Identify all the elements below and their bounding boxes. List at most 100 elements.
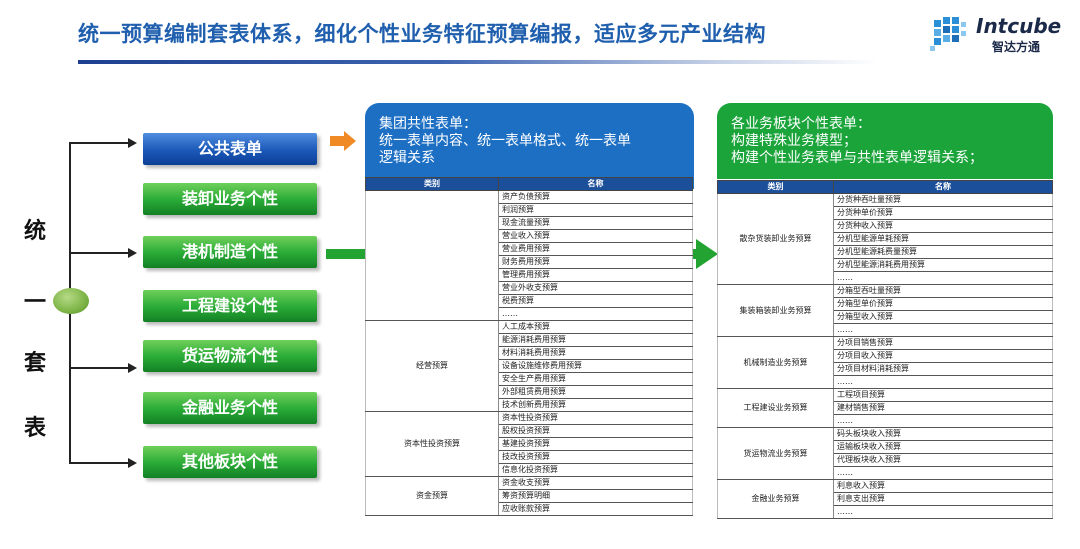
item-cell: ……: [833, 375, 1053, 389]
item-cell: 筹资预算明细: [498, 489, 693, 503]
table-row: ……: [718, 414, 1053, 428]
item-cell: ……: [498, 307, 693, 321]
table-row: 代理板块收入预算: [718, 453, 1053, 467]
category-cell: 散杂货装卸业务预算: [717, 193, 834, 285]
item-cell: 分机型能源耗费量预算: [833, 245, 1053, 259]
item-cell: ……: [833, 323, 1053, 337]
category-cell: 机械制造业务预算: [717, 336, 834, 389]
column-header: 名称: [833, 180, 1053, 194]
table-row: 信息化投资预算: [366, 463, 693, 477]
item-cell: 分项目销售预算: [833, 336, 1053, 350]
item-cell: ……: [833, 271, 1053, 285]
panel-line: 统一表单内容、统一表单格式、统一表单: [379, 133, 631, 149]
orange-arrow-icon: [330, 131, 356, 151]
table-row: 分项目材料消耗预算: [718, 362, 1053, 376]
item-cell: 外部租赁费用预算: [498, 385, 693, 399]
item-cell: 分货种收入预算: [833, 219, 1053, 233]
item-cell: 信息化投资预算: [498, 463, 693, 477]
pill-finance[interactable]: 金融业务个性: [143, 392, 317, 424]
table-row: 营业费用预算: [366, 242, 693, 256]
connector-arrow: [69, 138, 137, 148]
vertical-char: 一: [24, 290, 47, 315]
column-header: 类别: [365, 177, 499, 191]
table-row: 设备设施维修费用预算: [366, 359, 693, 373]
table-row: 安全生产费用预算: [366, 372, 693, 386]
table-row: 分机型能源耗费量预算: [718, 245, 1053, 259]
pill-freight-logistics[interactable]: 货运物流个性: [143, 340, 317, 372]
item-cell: 现金流量预算: [498, 216, 693, 230]
pill-port-machinery[interactable]: 港机制造个性: [143, 236, 317, 268]
table-row: 资金预算资金收支预算: [365, 476, 693, 516]
table-row: 现金流量预算: [366, 216, 693, 230]
table-row: 建材销售预算: [718, 401, 1053, 415]
category-cell: 经营预算: [365, 320, 499, 412]
category-cell: 集装箱装卸业务预算: [717, 284, 834, 337]
item-cell: 码头板块收入预算: [833, 427, 1053, 441]
item-cell: 分箱型吞吐量预算: [833, 284, 1053, 298]
cube-logo-icon: [930, 17, 966, 51]
table-row: 金融业务预算利息收入预算: [717, 479, 1053, 519]
table-row: 分机型能源消耗费用预算: [718, 258, 1053, 272]
table-row: ……: [718, 505, 1053, 519]
pill-loading-business[interactable]: 装卸业务个性: [143, 183, 317, 215]
item-cell: 材料消耗费用预算: [498, 346, 693, 360]
pill-public-form[interactable]: 公共表单: [143, 133, 317, 165]
item-cell: 设备设施维修费用预算: [498, 359, 693, 373]
item-cell: 资本性投资预算: [498, 411, 693, 425]
vertical-char: 统: [24, 219, 47, 244]
table-row: 集装箱装卸业务预算分箱型吞吐量预算: [717, 284, 1053, 337]
item-cell: 工程项目预算: [833, 388, 1053, 402]
table-row: 工程建设业务预算工程项目预算: [717, 388, 1053, 428]
table-row: 资本性投资预算资本性投资预算: [365, 411, 693, 477]
item-cell: 分机型能源单耗预算: [833, 232, 1053, 246]
page-title: 统一预算编制套表体系，细化个性业务特征预算编报，适应多元产业结构: [78, 22, 766, 46]
column-header: 类别: [717, 180, 834, 194]
item-cell: 营业费用预算: [498, 242, 693, 256]
table-row: 股权投资预算: [366, 424, 693, 438]
item-cell: 技改投资预算: [498, 450, 693, 464]
table-row: 分机型能源单耗预算: [718, 232, 1053, 246]
table-row: 散杂货装卸业务预算分货种吞吐量预算: [717, 193, 1053, 285]
table-row: 应收账款预算: [366, 502, 693, 516]
table-row: 分箱型收入预算: [718, 310, 1053, 324]
company-logo: Intcube 智达方通: [928, 12, 1068, 56]
table-row: 技术创新费用预算: [366, 398, 693, 412]
business-forms-panel: 各业务板块个性表单： 构建特殊业务模型； 构建个性业务表单与共性表单逻辑关系；: [717, 103, 1053, 179]
title-underline: [78, 60, 878, 64]
logo-text-cn: 智达方通: [992, 40, 1041, 54]
item-cell: 利润预算: [498, 203, 693, 217]
category-cell: [365, 190, 499, 321]
table-row: 营业收入预算: [366, 229, 693, 243]
panel-heading: 各业务板块个性表单：: [731, 116, 871, 132]
item-cell: 财务费用预算: [498, 255, 693, 269]
pill-engineering[interactable]: 工程建设个性: [143, 290, 317, 322]
item-cell: ……: [833, 505, 1053, 519]
table-row: 外部租赁费用预算: [366, 385, 693, 399]
green-dot: [53, 288, 89, 314]
table-row: 筹资预算明细: [366, 489, 693, 503]
item-cell: 代理板块收入预算: [833, 453, 1053, 467]
item-cell: 管理费用预算: [498, 268, 693, 282]
table-row: 财务费用预算: [366, 255, 693, 269]
table-row: 分货种单价预算: [718, 206, 1053, 220]
table-row: ……: [718, 323, 1053, 337]
table-row: 税费预算: [366, 294, 693, 308]
item-cell: 税费预算: [498, 294, 693, 308]
vertical-char: 表: [24, 416, 47, 441]
table-row: 能源消耗费用预算: [366, 333, 693, 347]
item-cell: 分箱型收入预算: [833, 310, 1053, 324]
item-cell: 应收账款预算: [498, 502, 693, 516]
item-cell: 人工成本预算: [498, 320, 693, 334]
table-row: ……: [718, 375, 1053, 389]
table-row: 管理费用预算: [366, 268, 693, 282]
table-row: 运输板块收入预算: [718, 440, 1053, 454]
item-cell: 分货种吞吐量预算: [833, 193, 1053, 207]
item-cell: 安全生产费用预算: [498, 372, 693, 386]
item-cell: 运输板块收入预算: [833, 440, 1053, 454]
category-cell: 资本性投资预算: [365, 411, 499, 477]
item-cell: 分机型能源消耗费用预算: [833, 258, 1053, 272]
item-cell: 能源消耗费用预算: [498, 333, 693, 347]
pill-other-sectors[interactable]: 其他板块个性: [143, 446, 317, 478]
item-cell: ……: [833, 414, 1053, 428]
item-cell: 资产负债预算: [498, 190, 693, 204]
